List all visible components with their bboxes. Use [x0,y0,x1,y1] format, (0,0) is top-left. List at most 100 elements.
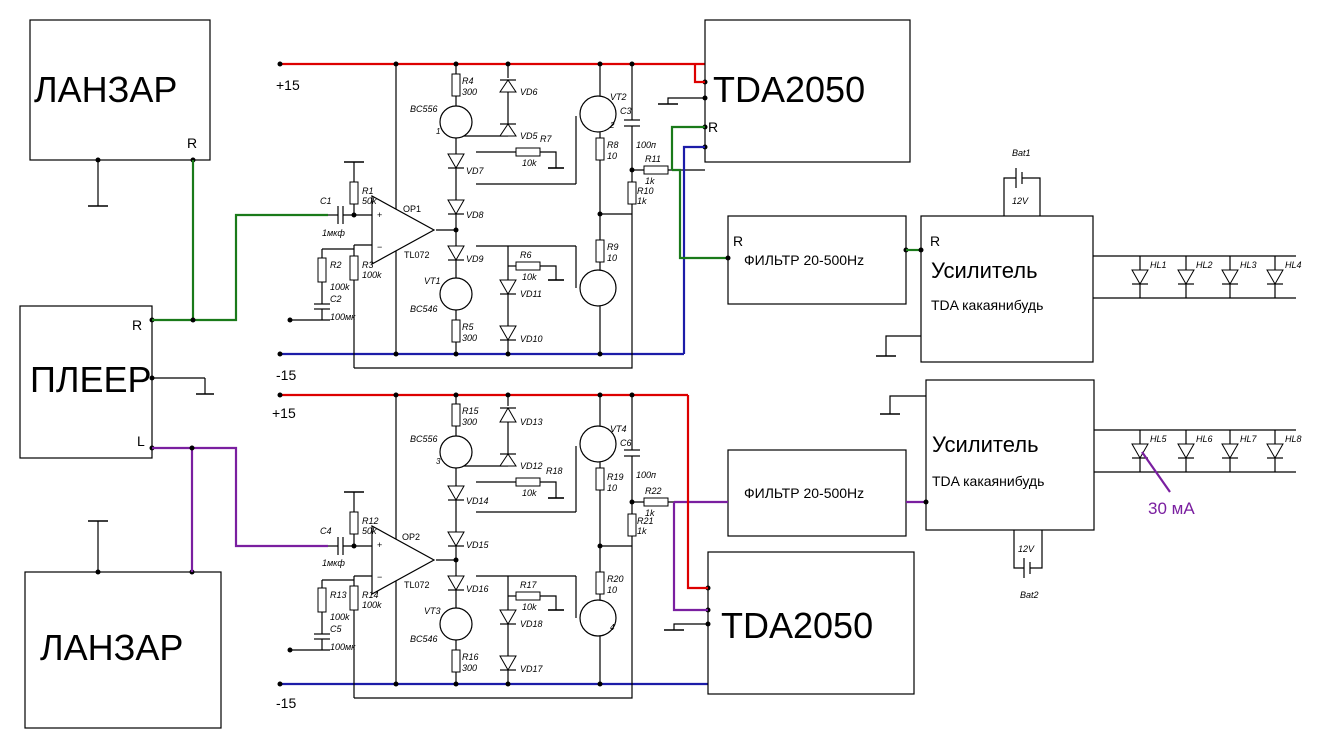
c1-val: 1мкф [322,228,345,238]
r12-val: 50k [362,526,377,536]
vd10-ref: VD10 [520,334,543,344]
lanzar-top-block [29,19,211,161]
op2-model: TL072 [404,580,430,590]
bat2-val: 12V [1018,544,1035,554]
tda2050-top-block [704,19,911,163]
r9-ref: R9 [607,242,619,252]
r12-ref: R12 [362,516,379,526]
filter-bottom-block [727,449,907,537]
vd16-ref: VD16 [466,584,489,594]
r15-ref: R15 [462,406,480,416]
svg-text:4: 4 [610,623,615,632]
vd14-ref: VD14 [466,496,489,506]
r8-ref: R8 [607,140,619,150]
player-pin-r: R [132,317,142,333]
vd18-ref: VD18 [520,619,543,629]
r5-val: 300 [462,333,477,343]
current-note: 30 мА [1148,499,1195,518]
tda-bottom-label: TDA2050 [721,605,873,646]
svg-text:3: 3 [436,457,441,466]
led-array-bottom [1131,430,1284,472]
amp-top-title: Усилитель [931,258,1038,283]
ground-symbol [664,623,708,631]
vd12-ref: VD12 [520,461,543,471]
op-amp-2 [371,524,436,596]
r10-ref: R10 [637,186,654,196]
r9-val: 10 [607,253,617,263]
vd6-ref: VD6 [520,87,538,97]
r19-val: 10 [607,483,617,493]
op-amp-1 [371,194,436,266]
transistor-npn-1 [439,277,473,311]
lanzar-bottom-label: ЛАНЗАР [40,627,183,668]
r11-val: 1k [645,176,655,186]
led-array-top [1131,256,1284,298]
r15-val: 300 [462,417,477,427]
r11-ref: R11 [645,154,661,164]
r1-ref: R1 [362,186,374,196]
op2-ref: OP2 [402,532,420,542]
ground-symbol [876,335,921,357]
r22-ref: R22 [645,486,662,496]
bat1-val: 12V [1012,196,1029,206]
player-block [19,305,153,459]
tda-top-label: TDA2050 [713,69,865,110]
r6-val: 10k [522,272,537,282]
vd11-ref: VD11 [520,289,542,299]
amp-top-pin-r: R [930,233,940,249]
r21-val: 1k [637,526,647,536]
transistor-output-2 [579,269,617,307]
rail-minus-top: -15 [276,367,296,383]
r18-val: 10k [522,488,537,498]
r18-ref: R18 [546,466,563,476]
r7-val: 10k [522,158,537,168]
vt1-ref: VT1 [424,276,441,286]
r14-val: 100k [362,600,382,610]
c5-ref: C5 [330,624,342,634]
ground-symbol [152,377,214,395]
hl2: HL2 [1196,260,1213,270]
bat2-ref: Bat2 [1020,590,1039,600]
c4-ref: C4 [320,526,332,536]
hl6: HL6 [1196,434,1213,444]
c6-ref: C6 [620,438,632,448]
vd15-ref: VD15 [466,540,490,550]
lanzar-top-label: ЛАНЗАР [34,69,177,110]
lanzar-top-pin-r: R [187,135,197,151]
r3-ref: R3 [362,260,374,270]
c5-val: 100мк [330,642,356,652]
c3-val: 100п [636,140,656,150]
tda-top-pin-r: R [708,119,718,135]
transistor-pnp-1 [439,105,473,139]
amp-bottom-sub: TDA какаянибудь [932,473,1044,489]
bat1-ref: Bat1 [1012,148,1031,158]
player-pin-l: L [137,433,145,449]
ground-symbol [88,520,108,572]
vt4-ref: VT4 [610,424,627,434]
r2-ref: R2 [330,260,342,270]
r6-ref: R6 [520,250,532,260]
svg-text:+: + [377,540,382,550]
transistor-pnp-3 [439,435,473,469]
svg-text:1: 1 [436,127,440,136]
r7-ref: R7 [540,134,552,144]
vd5-ref: VD5 [520,131,539,141]
r5-ref: R5 [462,322,474,332]
vd8-ref: VD8 [466,210,484,220]
c3-ref: C3 [620,106,632,116]
tda2050-bottom-block [707,551,915,695]
svg-text:−: − [377,242,382,252]
r8-val: 10 [607,151,617,161]
r16-val: 300 [462,663,477,673]
q-pnp-top: BC556 [410,104,438,114]
player-label: ПЛЕЕР [30,359,152,400]
r16-ref: R16 [462,652,479,662]
r1-val: 50k [362,196,377,206]
vt3-model: BC546 [410,634,438,644]
r3-val: 100k [362,270,382,280]
svg-text:2: 2 [609,121,615,130]
transistor-npn-3 [439,607,473,641]
r4-val: 300 [462,87,477,97]
hl7: HL7 [1240,434,1258,444]
